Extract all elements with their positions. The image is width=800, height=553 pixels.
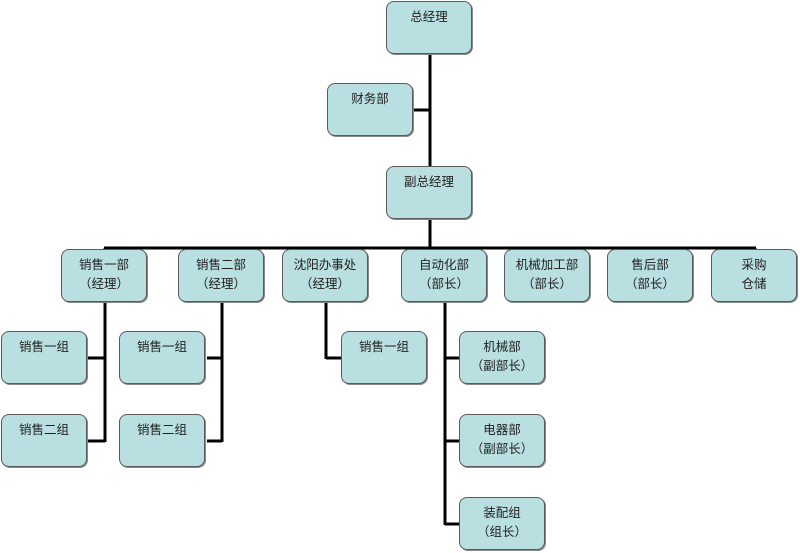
node-label: 电器部 bbox=[483, 422, 521, 437]
node-sales-dept-1: 销售一部 （经理） bbox=[61, 249, 147, 302]
node-electrical-unit: 电器部 （副部长） bbox=[459, 414, 545, 467]
node-shenyang-group-1: 销售一组 bbox=[341, 331, 427, 384]
node-label: 销售一组 bbox=[358, 339, 409, 354]
node-label: 机械加工部 bbox=[515, 257, 579, 272]
node-machining-dept: 机械加工部 （部长） bbox=[504, 249, 590, 302]
node-mechanical-unit: 机械部 （副部长） bbox=[459, 331, 545, 384]
node-role: 仓储 bbox=[741, 276, 767, 291]
node-sales2-group-1: 销售一组 bbox=[119, 331, 205, 384]
node-label: 销售二部 bbox=[195, 257, 246, 272]
node-label: 副总经理 bbox=[403, 174, 454, 189]
node-deputy-general-manager: 副总经理 bbox=[386, 166, 472, 219]
node-purchasing-warehouse: 采购仓储 bbox=[711, 249, 797, 302]
node-label: 总经理 bbox=[410, 9, 448, 24]
node-role: （经理） bbox=[78, 276, 129, 291]
node-role: （部长） bbox=[624, 276, 675, 291]
node-label: 沈阳办事处 bbox=[293, 257, 357, 272]
node-label: 销售一组 bbox=[18, 339, 69, 354]
node-role: （经理） bbox=[195, 276, 246, 291]
node-role: （副部长） bbox=[470, 358, 534, 373]
node-role: （经理） bbox=[299, 276, 350, 291]
node-general-manager: 总经理 bbox=[386, 1, 472, 54]
node-role: （部长） bbox=[418, 276, 469, 291]
node-label: 销售一组 bbox=[136, 339, 187, 354]
node-automation-dept: 自动化部 （部长） bbox=[401, 249, 487, 302]
node-assembly-group: 装配组 （组长） bbox=[459, 497, 545, 550]
node-sales1-group-1: 销售一组 bbox=[1, 331, 87, 384]
node-role: （副部长） bbox=[470, 441, 534, 456]
node-label: 自动化部 bbox=[418, 257, 469, 272]
node-label: 装配组 bbox=[483, 505, 521, 520]
node-role: （组长） bbox=[476, 524, 527, 539]
node-label: 售后部 bbox=[631, 257, 669, 272]
node-label: 销售一部 bbox=[78, 257, 129, 272]
node-label: 机械部 bbox=[483, 339, 521, 354]
node-after-sales-dept: 售后部 （部长） bbox=[607, 249, 693, 302]
node-role: （部长） bbox=[521, 276, 572, 291]
node-label: 销售二组 bbox=[18, 422, 69, 437]
node-shenyang-office: 沈阳办事处 （经理） bbox=[282, 249, 368, 302]
node-label: 采购 bbox=[741, 257, 767, 272]
node-sales-dept-2: 销售二部 （经理） bbox=[178, 249, 264, 302]
node-label: 财务部 bbox=[351, 91, 389, 106]
node-sales1-group-2: 销售二组 bbox=[1, 414, 87, 467]
node-label: 销售二组 bbox=[136, 422, 187, 437]
node-sales2-group-2: 销售二组 bbox=[119, 414, 205, 467]
node-finance: 财务部 bbox=[327, 83, 413, 136]
